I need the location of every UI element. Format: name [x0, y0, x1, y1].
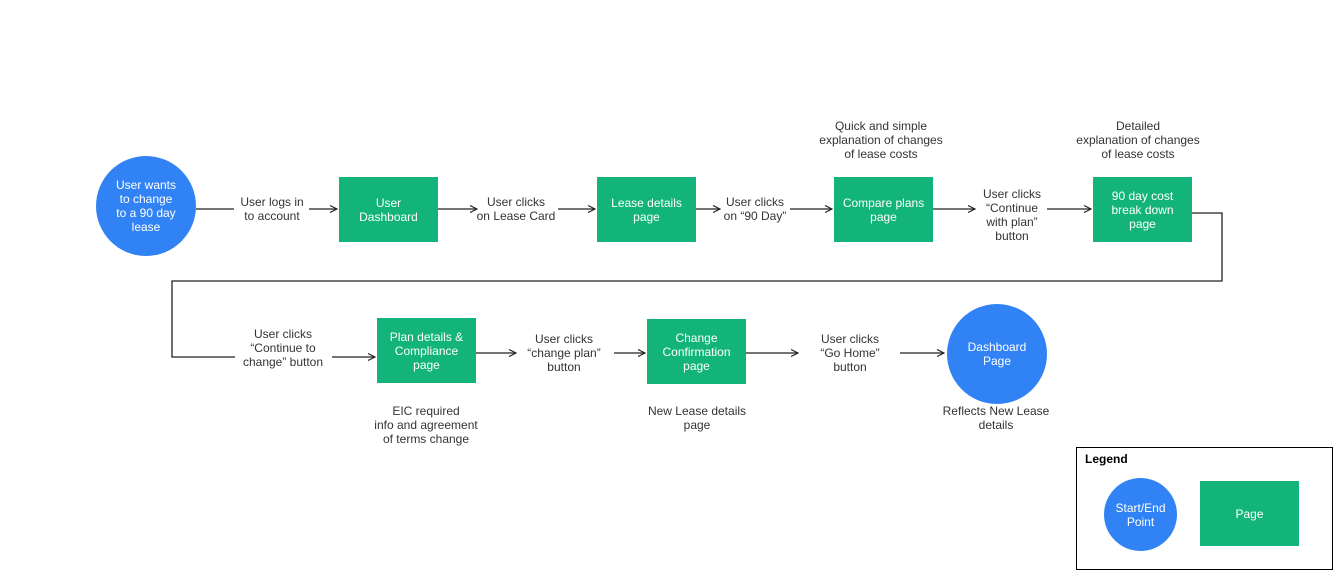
user-dashboard-page-label: User Dashboard — [359, 195, 418, 224]
annotation-change-confirmation: New Lease details page — [647, 404, 747, 432]
dashboard-end-node-label: Dashboard Page — [967, 340, 1027, 368]
transition-clicks-90-day: User clicks on “90 Day” — [723, 195, 787, 223]
plan-details-page-node: Plan details & Compliance page — [377, 318, 476, 383]
compare-plans-page-label: Compare plans page — [842, 195, 925, 224]
user-dashboard-page-node: User Dashboard — [339, 177, 438, 242]
legend: Legend Start/End Point Page — [1076, 447, 1333, 570]
transition-clicks-continue-plan: User clicks “Continue with plan” button — [982, 187, 1042, 243]
lease-details-page-node: Lease details page — [597, 177, 696, 242]
start-node-label: User wants to change to a 90 day lease — [115, 178, 177, 234]
annotation-plan-details: EIC required info and agreement of terms… — [374, 404, 478, 446]
dashboard-end-node: Dashboard Page — [947, 304, 1047, 404]
annotation-cost-breakdown: Detailed explanation of changes of lease… — [1076, 119, 1200, 161]
start-node: User wants to change to a 90 day lease — [96, 156, 196, 256]
transition-clicks-go-home: User clicks “Go Home” button — [820, 332, 880, 374]
change-confirmation-page-label: Change Confirmation page — [662, 330, 731, 373]
transition-clicks-change-plan: User clicks “change plan” button — [527, 332, 601, 374]
annotation-compare-plans: Quick and simple explanation of changes … — [819, 119, 943, 161]
compare-plans-page-node: Compare plans page — [834, 177, 933, 242]
transition-clicks-continue-change: User clicks “Continue to change” button — [242, 327, 324, 369]
change-confirmation-page-node: Change Confirmation page — [647, 319, 746, 384]
legend-page-label: Page — [1235, 506, 1264, 521]
legend-start-end-label: Start/End Point — [1115, 500, 1166, 529]
legend-start-end-swatch: Start/End Point — [1104, 478, 1177, 551]
annotation-dashboard-end: Reflects New Lease details — [942, 404, 1050, 432]
cost-breakdown-page-label: 90 day cost break down page — [1111, 188, 1174, 231]
transition-clicks-lease-card: User clicks on Lease Card — [476, 195, 556, 223]
transition-logs-in: User logs in to account — [240, 195, 304, 223]
plan-details-page-label: Plan details & Compliance page — [389, 329, 464, 372]
lease-details-page-label: Lease details page — [611, 195, 682, 224]
legend-title: Legend — [1085, 452, 1128, 466]
cost-breakdown-page-node: 90 day cost break down page — [1093, 177, 1192, 242]
legend-page-swatch: Page — [1200, 481, 1299, 546]
